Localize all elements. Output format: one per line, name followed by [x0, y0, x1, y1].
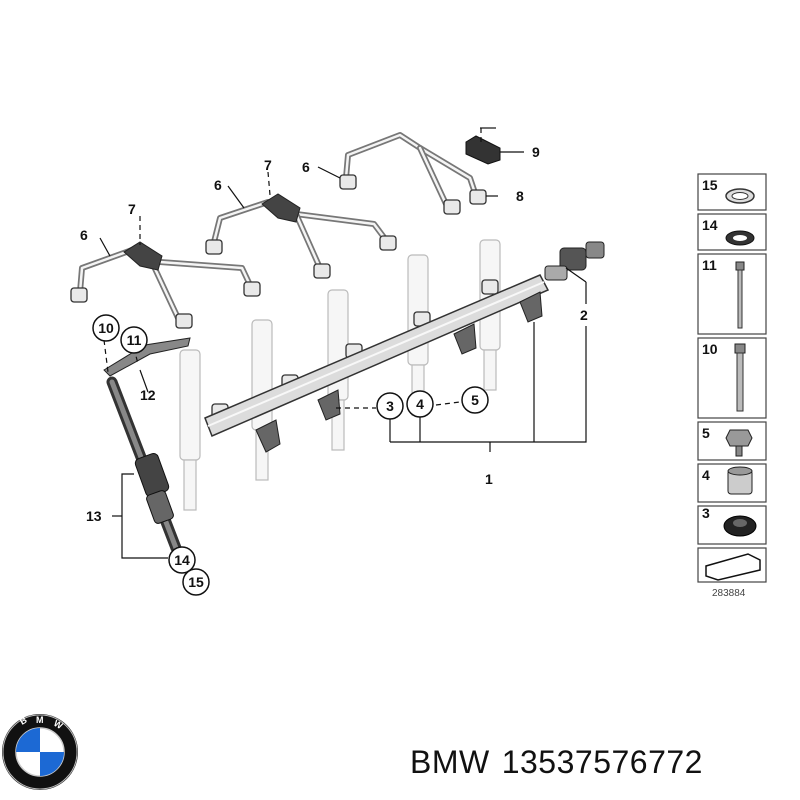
callout-10-circle — [92, 314, 120, 342]
pipe-nut — [339, 174, 357, 190]
brand-name: BMW — [410, 744, 490, 780]
callout-7: 7 — [264, 157, 272, 173]
pipe-bracket — [123, 241, 163, 271]
callout-11-circle — [120, 326, 148, 354]
panel-label-11: 11 — [702, 257, 717, 273]
callout-9: 9 — [532, 144, 540, 160]
pipe-nut — [481, 279, 499, 295]
panel-cell-10 — [697, 337, 767, 419]
wedge-arrow-icon — [705, 553, 761, 581]
callout-4-circle — [406, 390, 434, 418]
callout-7: 7 — [128, 201, 136, 217]
callout-6: 6 — [214, 177, 222, 193]
pipe-nut — [443, 199, 461, 215]
pipe-brackets — [123, 135, 501, 271]
bmw-logo: B M W — [2, 714, 78, 790]
diagram-number: 283884 — [712, 588, 746, 599]
pipe-bracket — [261, 193, 301, 223]
panel-cell-11 — [697, 253, 767, 335]
injector — [179, 349, 201, 511]
panel-label-4: 4 — [702, 467, 710, 483]
callout-6: 6 — [302, 159, 310, 175]
callout-6: 6 — [80, 227, 88, 243]
fuel-rail — [204, 241, 605, 453]
callout-3-circle — [376, 392, 404, 420]
panel-label-15: 15 — [702, 177, 718, 193]
pipe-nut — [70, 287, 88, 303]
part-number-caption: BMW 13537576772 — [410, 744, 715, 781]
svg-text:M: M — [36, 715, 44, 725]
panel-cell-5 — [697, 421, 767, 461]
callout-15-circle — [182, 568, 210, 596]
rail-mount-lug — [317, 389, 341, 421]
rail-mount-lug — [453, 323, 477, 355]
single-injector-assembly — [103, 337, 191, 554]
callout-1: 1 — [485, 471, 493, 487]
callout-3: 3 — [386, 398, 394, 414]
callout-12: 12 — [140, 387, 156, 403]
grommet-part-9 — [465, 135, 501, 165]
callout-15: 15 — [188, 574, 204, 590]
panel-label-10: 10 — [702, 341, 718, 357]
callout-10: 10 — [98, 320, 114, 336]
callout-11: 11 — [127, 332, 142, 348]
part-number: 13537576772 — [501, 744, 703, 780]
panel-label-3: 3 — [702, 505, 710, 521]
rail-mount-lug — [255, 419, 281, 453]
callout-14-circle — [168, 546, 196, 574]
pipe-nut — [243, 281, 261, 297]
pressure-sensor — [544, 241, 605, 281]
pipe-nut — [175, 313, 193, 329]
pipe-nut — [469, 189, 487, 205]
callout-5: 5 — [471, 392, 479, 408]
parts-panel: 15 14 11 10 5 4 3 283884 — [697, 173, 767, 599]
svg-text:B: B — [18, 715, 29, 727]
pipe-nut — [205, 239, 223, 255]
callout-5-circle — [461, 386, 489, 414]
callout-14: 14 — [174, 552, 190, 568]
pipe-nut — [313, 263, 331, 279]
leader-lines — [99, 127, 587, 559]
callout-2: 2 — [580, 307, 588, 323]
panel-label-14: 14 — [702, 217, 718, 233]
rail-mount-lug — [519, 291, 543, 323]
callouts: 6 7 6 7 6 8 9 2 12 13 1 10 11 14 15 3 4 … — [80, 144, 588, 596]
callout-13: 13 — [86, 508, 102, 524]
pipe-nut — [379, 235, 397, 251]
callout-8: 8 — [516, 188, 524, 204]
callout-4: 4 — [416, 396, 424, 412]
panel-label-5: 5 — [702, 425, 710, 441]
